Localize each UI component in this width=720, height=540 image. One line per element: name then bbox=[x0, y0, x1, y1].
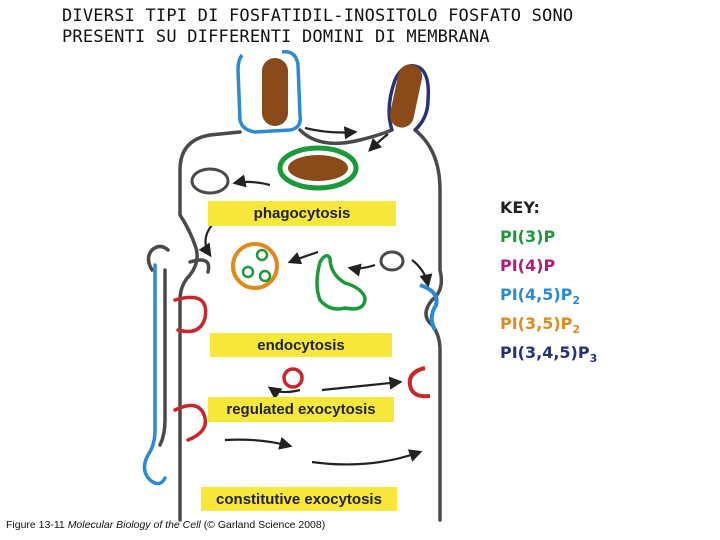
multivesicular-body bbox=[231, 242, 279, 290]
pathway-arrows bbox=[198, 126, 433, 466]
caption-credit: (© Garland Science 2008) bbox=[203, 519, 326, 531]
label-endocytosis-text: endocytosis bbox=[257, 337, 345, 354]
label-phagocytosis: phagocytosis bbox=[208, 201, 396, 226]
key-item-pi35p2: PI(3,5)P2 bbox=[500, 314, 580, 336]
bacterium-1 bbox=[262, 58, 288, 126]
phagocytic-cup-closing bbox=[387, 64, 431, 132]
golgi-cisternae bbox=[142, 244, 211, 486]
label-phagocytosis-text: phagocytosis bbox=[254, 205, 351, 222]
label-endocytosis: endocytosis bbox=[210, 333, 392, 357]
label-constitutive-exocytosis: constitutive exocytosis bbox=[201, 487, 397, 511]
figure-caption: Figure 13-11 Molecular Biology of the Ce… bbox=[6, 519, 325, 531]
plasma-membrane bbox=[178, 128, 444, 522]
slide-title-line2: PRESENTI SU DIFFERENTI DOMINI DI MEMBRAN… bbox=[62, 27, 490, 47]
key-title: KEY: bbox=[500, 198, 540, 217]
phagocytic-cup bbox=[236, 50, 303, 134]
key-item-pi345p3: PI(3,4,5)P3 bbox=[500, 343, 597, 365]
key-item-pi3p: PI(3)P bbox=[500, 227, 555, 246]
key-item-pi45p2: PI(4,5)P2 bbox=[500, 285, 580, 307]
recycling-vesicle bbox=[190, 167, 230, 195]
slide-title-line1: DIVERSI TIPI DI FOSFATIDIL-INOSITOLO FOS… bbox=[62, 6, 574, 26]
slide-title: DIVERSI TIPI DI FOSFATIDIL-INOSITOLO FOS… bbox=[62, 6, 702, 48]
caption-figure-number: Figure 13-11 bbox=[6, 519, 65, 531]
early-endosome bbox=[315, 254, 367, 311]
pm-red-domain bbox=[407, 366, 431, 399]
secretory-granule bbox=[282, 367, 304, 389]
phagosome bbox=[277, 145, 359, 191]
key-legend: KEY: PI(3)P PI(4)P PI(4,5)P2 PI(3,5)P2 P… bbox=[500, 198, 597, 365]
key-item-pi4p: PI(4)P bbox=[500, 256, 555, 275]
pm-pi45p2-domain bbox=[419, 283, 439, 332]
endocytic-vesicle bbox=[379, 250, 405, 272]
label-constitutive-text: constitutive exocytosis bbox=[216, 491, 382, 508]
caption-book-title: Molecular Biology of the Cell bbox=[67, 519, 201, 531]
label-regulated-text: regulated exocytosis bbox=[226, 401, 375, 418]
bacterium-2 bbox=[389, 64, 423, 128]
label-regulated-exocytosis: regulated exocytosis bbox=[208, 397, 394, 422]
